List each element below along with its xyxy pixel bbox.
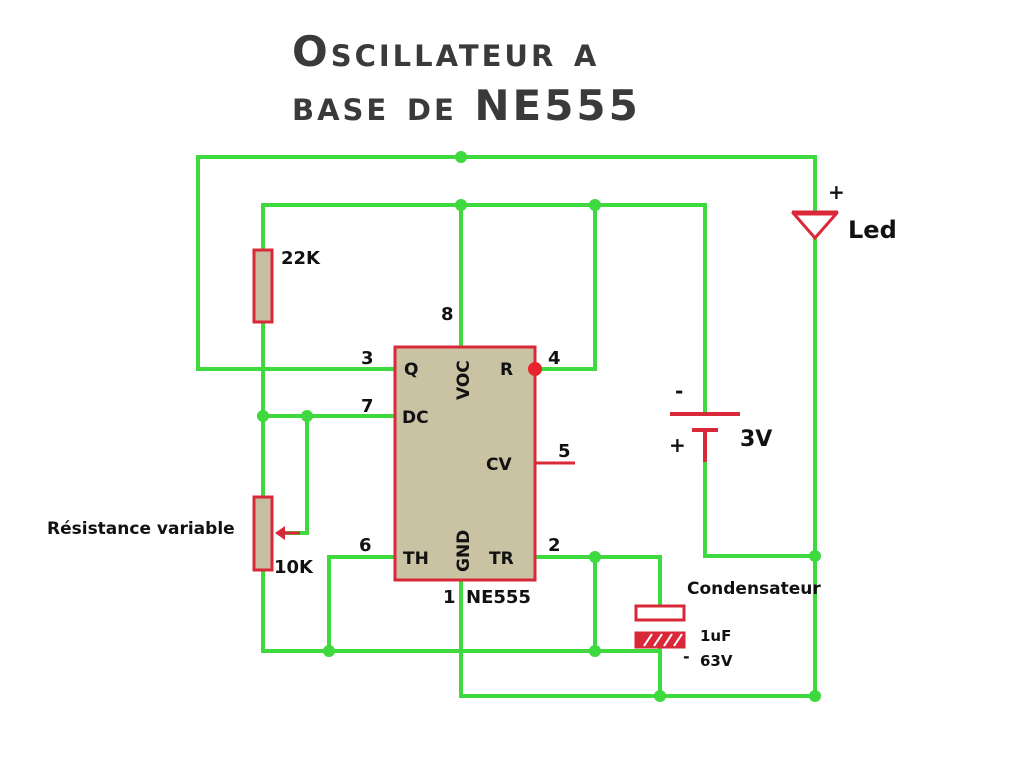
- pin-number-8: 8: [441, 304, 454, 325]
- capacitor-hatch: [643, 633, 683, 647]
- junction-node: [589, 551, 601, 563]
- led-plus-sign: +: [828, 180, 845, 204]
- pin-label-voc: VOC: [454, 360, 474, 400]
- wire-battery-pos: [703, 460, 817, 558]
- battery-plus-sign: +: [669, 433, 686, 457]
- pin-number-3: 3: [361, 348, 374, 369]
- junction-node: [257, 410, 269, 422]
- pin-label-dc: DC: [402, 408, 429, 428]
- wire-pin2-cap: [533, 555, 662, 606]
- junction-node: [323, 645, 335, 657]
- wire-ground: [459, 580, 817, 698]
- pin-numbers: 8 3 4 7 5 6 2 1 NE555: [359, 304, 571, 608]
- junction-node: [809, 690, 821, 702]
- wire-q-output: [196, 155, 397, 371]
- pin-label-gnd: GND: [454, 530, 474, 572]
- junction-node: [589, 645, 601, 657]
- title-line-2: base de NE555: [292, 81, 641, 130]
- led-triangle-icon: [790, 212, 840, 241]
- pin-number-6: 6: [359, 535, 372, 556]
- battery-minus-sign: -: [675, 379, 683, 403]
- pin-label-tr: TR: [489, 549, 514, 569]
- pin4-dot: [528, 362, 542, 376]
- capacitor-minus-sign: -: [683, 647, 690, 666]
- potentiometer-value-label: 10K: [274, 557, 314, 578]
- chip-name-label: NE555: [466, 587, 531, 608]
- wires: [196, 155, 817, 698]
- wire-pin6: [327, 555, 397, 653]
- wire-pot-wiper: [278, 414, 309, 535]
- chip-body: [393, 345, 537, 582]
- resistor-22k: 22K: [252, 248, 321, 324]
- junction-node: [301, 410, 313, 422]
- title-line-1: Oscillateur a: [292, 27, 599, 76]
- pin-label-th: TH: [403, 549, 429, 569]
- battery-3v: - + 3V: [669, 379, 772, 462]
- capacitor-label: Condensateur: [687, 579, 821, 599]
- potentiometer-body: [252, 495, 274, 572]
- resistor-value-label: 22K: [281, 248, 321, 269]
- potentiometer-10k: Résistance variable 10K: [47, 495, 314, 578]
- capacitor-plate-top: [634, 604, 686, 622]
- capacitor: Condensateur 1uF - 63V: [634, 579, 821, 670]
- resistor-body: [252, 248, 274, 324]
- wiper-arrow-icon: [275, 526, 285, 540]
- pin-number-1: 1: [443, 587, 456, 608]
- pin-number-5: 5: [558, 441, 571, 462]
- capacitor-voltage-label: 63V: [700, 652, 733, 670]
- potentiometer-label: Résistance variable: [47, 519, 235, 539]
- pin-number-7: 7: [361, 396, 374, 417]
- junctions: [257, 151, 821, 702]
- junction-node: [654, 690, 666, 702]
- capacitor-value-label: 1uF: [700, 627, 731, 645]
- pin-number-4: 4: [548, 348, 561, 369]
- pin-number-2: 2: [548, 535, 561, 556]
- junction-node: [455, 199, 467, 211]
- wire-pot-bottom: [261, 568, 662, 653]
- junction-node: [589, 199, 601, 211]
- ne555-chip: Q R DC CV TH TR VOC GND: [393, 345, 575, 582]
- battery-value-label: 3V: [740, 427, 772, 452]
- wire-pin4: [533, 203, 597, 371]
- led-label: Led: [848, 216, 897, 244]
- pin-label-q: Q: [404, 360, 418, 380]
- pin-label-r: R: [500, 360, 513, 380]
- capacitor-plate-bottom: [634, 631, 686, 649]
- junction-node: [809, 550, 821, 562]
- junction-node: [455, 151, 467, 163]
- led: + Led: [790, 180, 897, 244]
- pin-label-cv: CV: [486, 455, 512, 475]
